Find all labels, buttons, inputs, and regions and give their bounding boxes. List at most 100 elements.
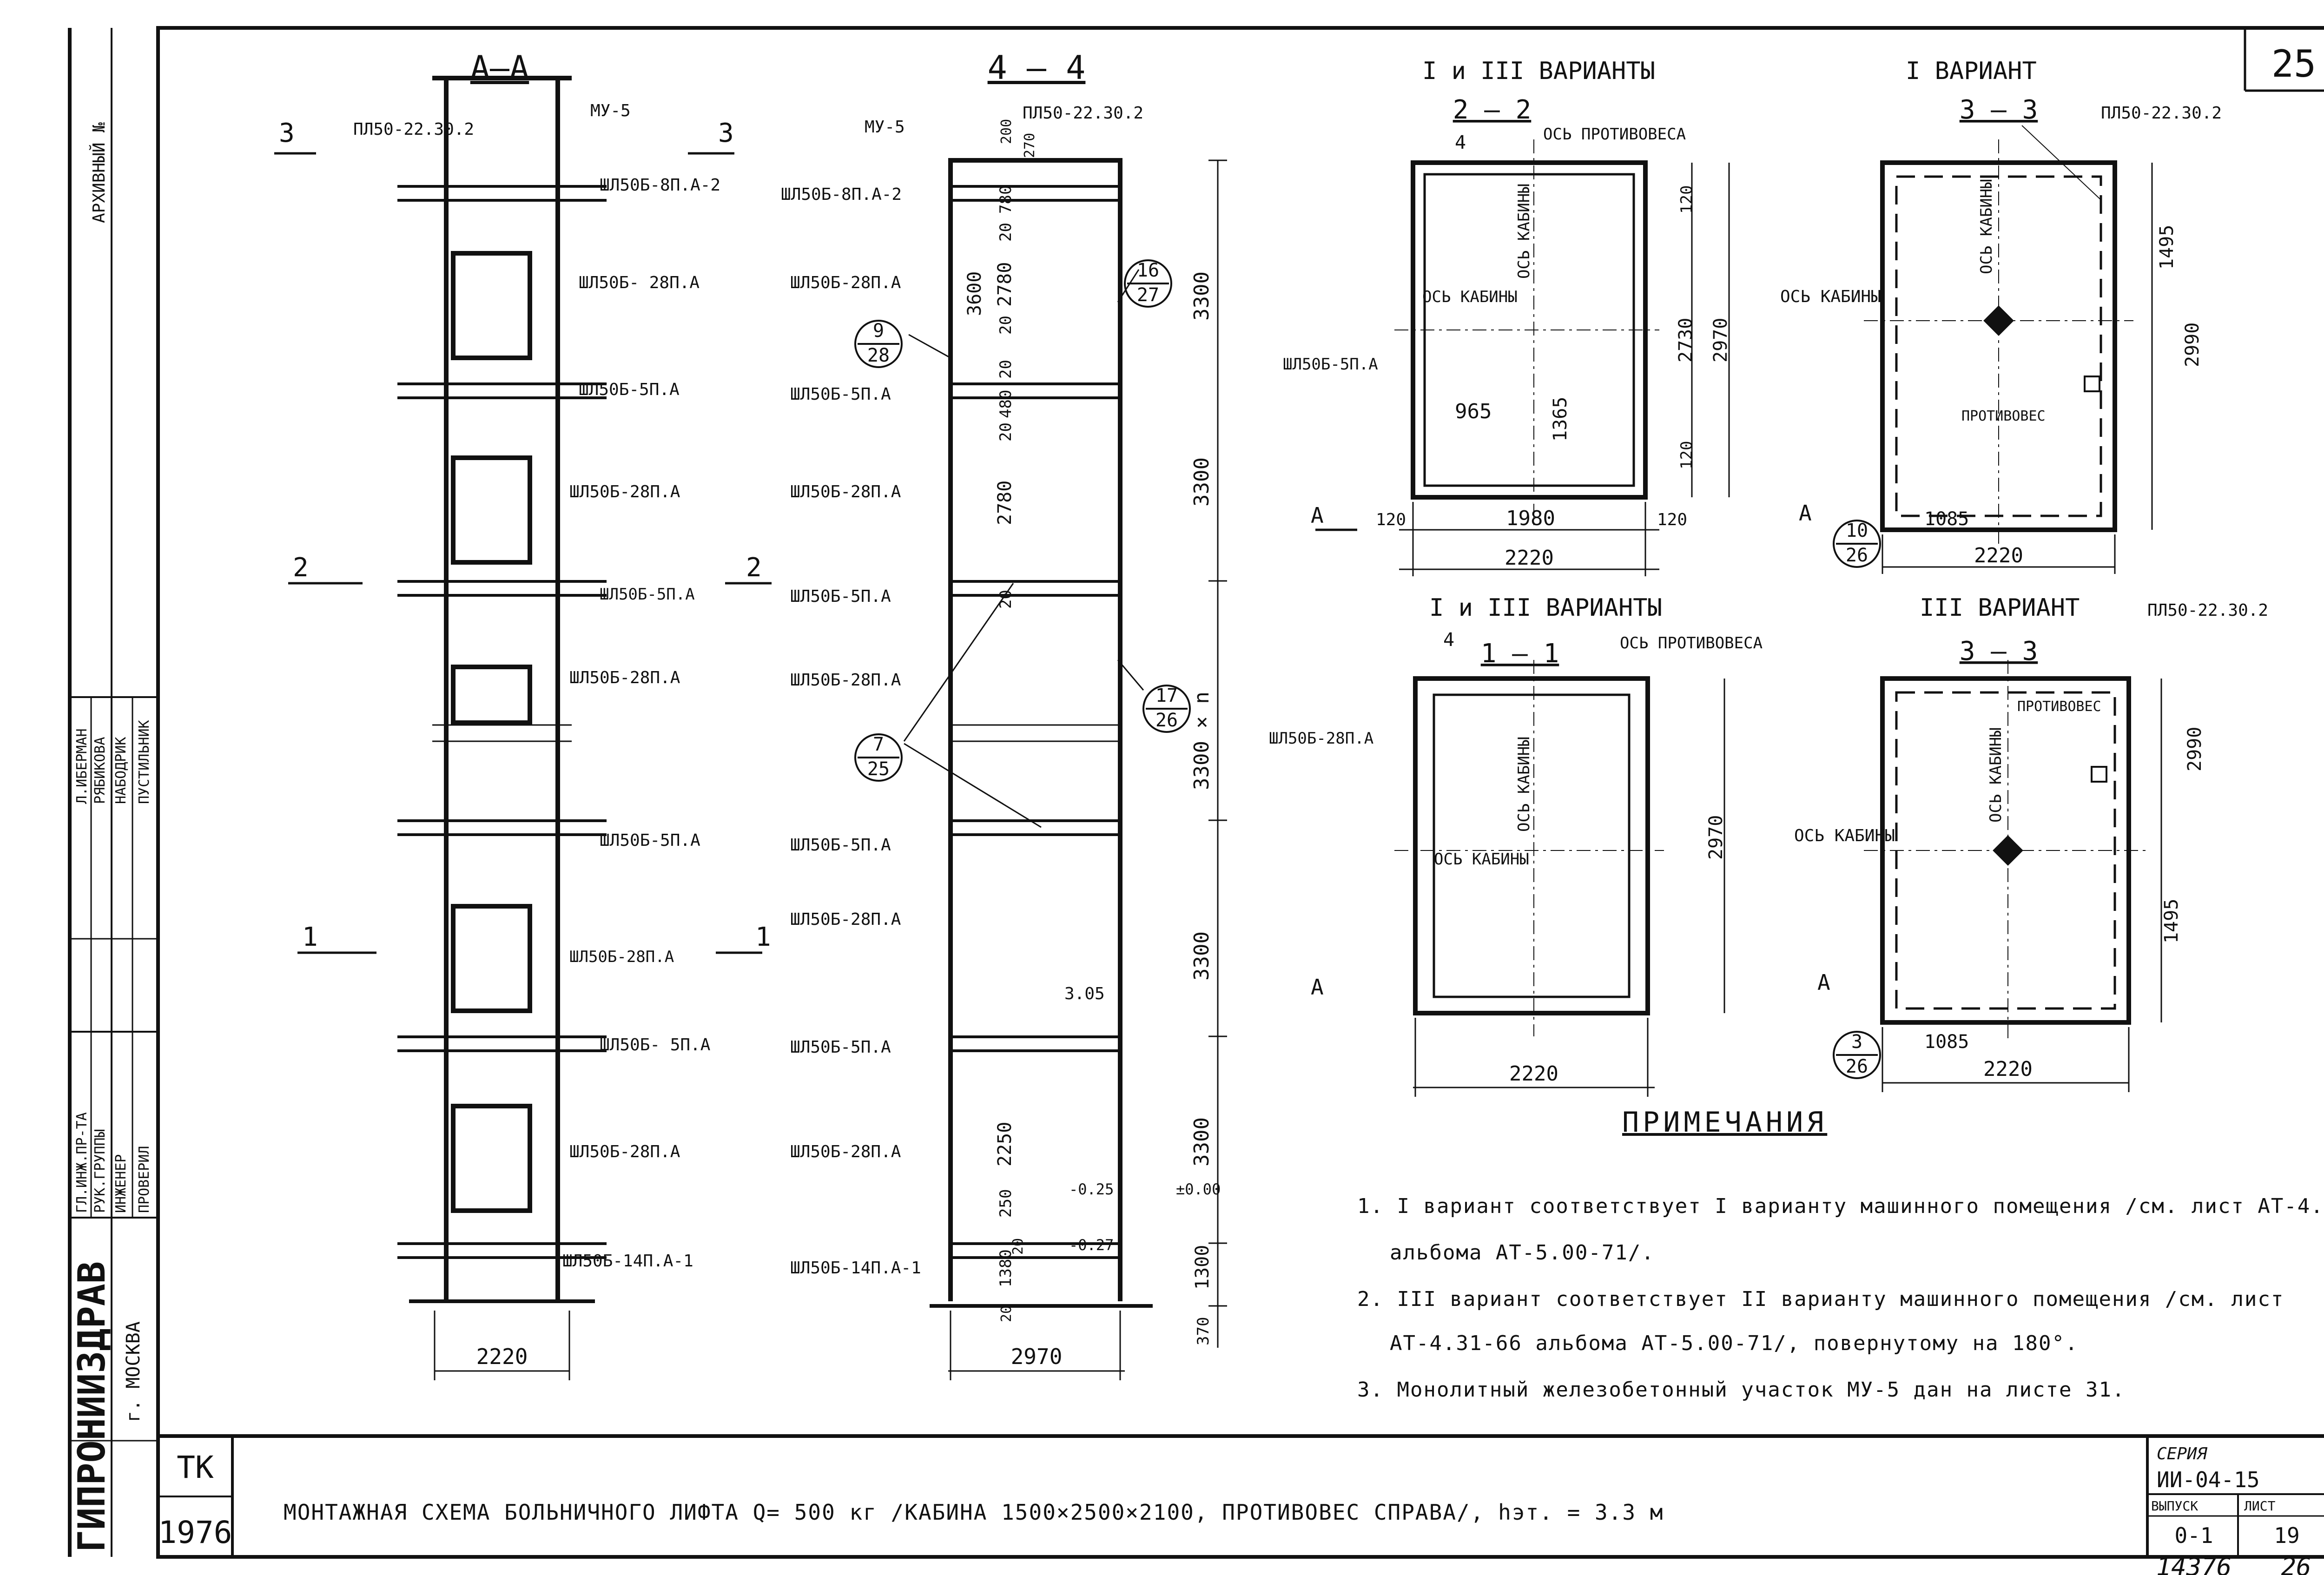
plan33v3-dim: 2990 xyxy=(2184,727,2205,771)
s44-label: ШЛ50Б-28П.А xyxy=(790,910,901,929)
note-line: АТ-4.31-66 альбома АТ-5.00-71/, повернут… xyxy=(1390,1331,2079,1355)
plan33v3-ref-bottom: 26 xyxy=(1846,1056,1868,1077)
plan33v1-heading: I ВАРИАНТ xyxy=(1906,57,2037,85)
section-44-title: 4 — 4 xyxy=(988,49,1086,87)
s44-dim: 200 xyxy=(998,119,1015,144)
s44-dim: 3600 xyxy=(964,271,985,316)
plan11-side-label: ШЛ50Б-28П.А xyxy=(1269,729,1373,748)
aa-label: ШЛ50Б-28П.А xyxy=(569,482,680,501)
plan22-dim: 2220 xyxy=(1505,546,1554,570)
s44-dim: 250 xyxy=(997,1189,1015,1218)
aa-label: ШЛ50Б-5П.А xyxy=(579,380,680,399)
sheet-number: 25 xyxy=(2271,42,2316,86)
tb-sheet: 19 xyxy=(2274,1523,2299,1548)
notes-title: ПРИМЕЧАНИЯ xyxy=(1622,1106,1828,1139)
mark-3-05: 3.05 xyxy=(1064,984,1105,1003)
plan22-cutA: А xyxy=(1311,503,1324,528)
plan22-dim: 120 xyxy=(1657,510,1687,529)
plan33v3-cutA: А xyxy=(1817,970,1830,995)
plan22-dim: 120 xyxy=(1677,441,1696,469)
s44-label: ШЛ50Б-5П.А xyxy=(790,587,891,606)
note-line: 3. Монолитный железобетонный участок МУ-… xyxy=(1357,1378,2126,1402)
plan-11 xyxy=(1394,660,1725,1097)
ref-bottom: 28 xyxy=(867,345,890,366)
plan33v1-ref-top: 10 xyxy=(1846,520,1868,541)
aa-label: ШЛ50Б-5П.А xyxy=(600,585,695,604)
s44-dim: 20 xyxy=(997,360,1015,379)
mark-zero: ±0.00 xyxy=(1176,1180,1221,1198)
sheet-frame xyxy=(156,26,2324,1559)
plan22-axis-cab: ОСЬ КАБИНЫ xyxy=(1422,288,1518,306)
plan-33-v3 xyxy=(1864,660,2162,1092)
section-44-mu: МУ-5 xyxy=(865,118,905,137)
tb-issue-label: ВЫПУСК xyxy=(2151,1498,2198,1514)
plan33v3-dim: 2220 xyxy=(1983,1057,2033,1081)
aa-label: ШЛ50Б- 5П.А xyxy=(600,1035,711,1054)
plan11-cut4: 4 xyxy=(1443,629,1454,651)
s44-dim: 20 xyxy=(997,590,1015,609)
aa-label: ШЛ50Б-5П.А xyxy=(600,831,700,850)
aa-label: ШЛ50Б- 28П.А xyxy=(579,273,700,292)
name-4: ПУСТИЛЬНИК xyxy=(136,720,152,804)
name-1: Л.ИБЕРМАН xyxy=(74,728,90,804)
plan-33-v1 xyxy=(1864,125,2153,574)
s44-dim: 20 xyxy=(997,422,1015,442)
aa-label: ШЛ50Б-28П.А xyxy=(569,1142,680,1161)
plan33v1-ref-bottom: 26 xyxy=(1846,545,1868,566)
cut3-right: 3 xyxy=(718,118,734,148)
plan11-cutA: А xyxy=(1311,975,1324,1000)
cut3-left: 3 xyxy=(279,118,295,148)
note-line: 1. I вариант соответствует I варианту ма… xyxy=(1357,1194,2324,1218)
plan33v1-dim: 1495 xyxy=(2156,225,2178,270)
plan11-axis-cw: ОСЬ ПРОТИВОВЕСА xyxy=(1620,634,1763,652)
aa-label: ШЛ50Б-14П.А-1 xyxy=(562,1252,693,1271)
cut2-left: 2 xyxy=(293,553,309,583)
tb-code: ТК xyxy=(177,1450,214,1485)
tb-title: МОНТАЖНАЯ СХЕМА БОЛЬНИЧНОГО ЛИФТА Q= 500… xyxy=(284,1500,1664,1525)
role-1: ГЛ.ИНЖ.ПР-ТА xyxy=(74,1112,90,1213)
plan33v1-cutA: А xyxy=(1799,501,1812,526)
section-aa xyxy=(274,76,772,1380)
plan33v3-heading: III ВАРИАНТ xyxy=(1920,594,2080,622)
ref-bottom: 26 xyxy=(1155,710,1178,731)
corner-bottom-left: 14376 xyxy=(2156,1552,2232,1575)
mark-minus-027: -0.27 xyxy=(1069,1236,1114,1254)
mark-minus-025: -0.25 xyxy=(1069,1180,1114,1198)
plan33v1-axis-cab: ОСЬ КАБИНЫ xyxy=(1780,287,1881,306)
aa-label: ШЛ50Б-8П.А-2 xyxy=(600,176,720,195)
plan22-dim: 965 xyxy=(1455,400,1492,423)
plan22-dim: 120 xyxy=(1677,185,1696,214)
plan33v3-dim: 1085 xyxy=(1924,1031,1969,1053)
aa-width: 2220 xyxy=(476,1344,528,1369)
city: г. МОСКВА xyxy=(123,1321,144,1422)
s44-label: ШЛ50Б-8П.А-2 xyxy=(781,185,902,204)
corner-bottom-right: 26 xyxy=(2281,1552,2311,1575)
plan11-title: 1 — 1 xyxy=(1481,639,1559,669)
s44-label: ШЛ50Б-5П.А xyxy=(790,836,891,855)
plan22-dim: 2730 xyxy=(1675,318,1697,362)
plan22-dim: 2970 xyxy=(1710,318,1731,362)
s44-label: ШЛ50Б-28П.А xyxy=(790,273,901,292)
s44-outer-dim: 3300 xyxy=(1190,931,1214,981)
s44-dim: 2250 xyxy=(994,1122,1016,1166)
plan22-axis-cab-v: ОСЬ КАБИНЫ xyxy=(1515,184,1533,279)
s44-dim: 20 xyxy=(1010,1238,1026,1255)
tb-year: 1976 xyxy=(158,1515,232,1550)
s44-dim: 2780 xyxy=(994,262,1016,307)
s44-dim: 780 xyxy=(997,185,1015,214)
tb-issue: 0-1 xyxy=(2174,1523,2213,1548)
plan22-cut4: 4 xyxy=(1455,132,1466,153)
plan22-side-label: ШЛ50Б-5П.А xyxy=(1283,355,1378,374)
s44-label: ШЛ50Б-5П.А xyxy=(790,1038,891,1057)
s44-dim: 20 xyxy=(997,316,1015,335)
name-2: РЯБИКОВА xyxy=(92,737,108,804)
cut1-left: 1 xyxy=(302,922,318,952)
section-aa-top-panel: ПЛ50-22.30.2 xyxy=(353,120,474,139)
plan11-axis-cab-v: ОСЬ КАБИНЫ xyxy=(1515,737,1533,832)
section-aa-mu: МУ-5 xyxy=(590,101,631,120)
plan33v1-cw: ПРОТИВОВЕС xyxy=(1961,408,2046,424)
plan11-axis-cab: ОСЬ КАБИНЫ xyxy=(1434,850,1529,869)
s44-outer-dim: 3300 xyxy=(1190,271,1214,321)
plan22-axis-cw: ОСЬ ПРОТИВОВЕСА xyxy=(1543,125,1686,144)
